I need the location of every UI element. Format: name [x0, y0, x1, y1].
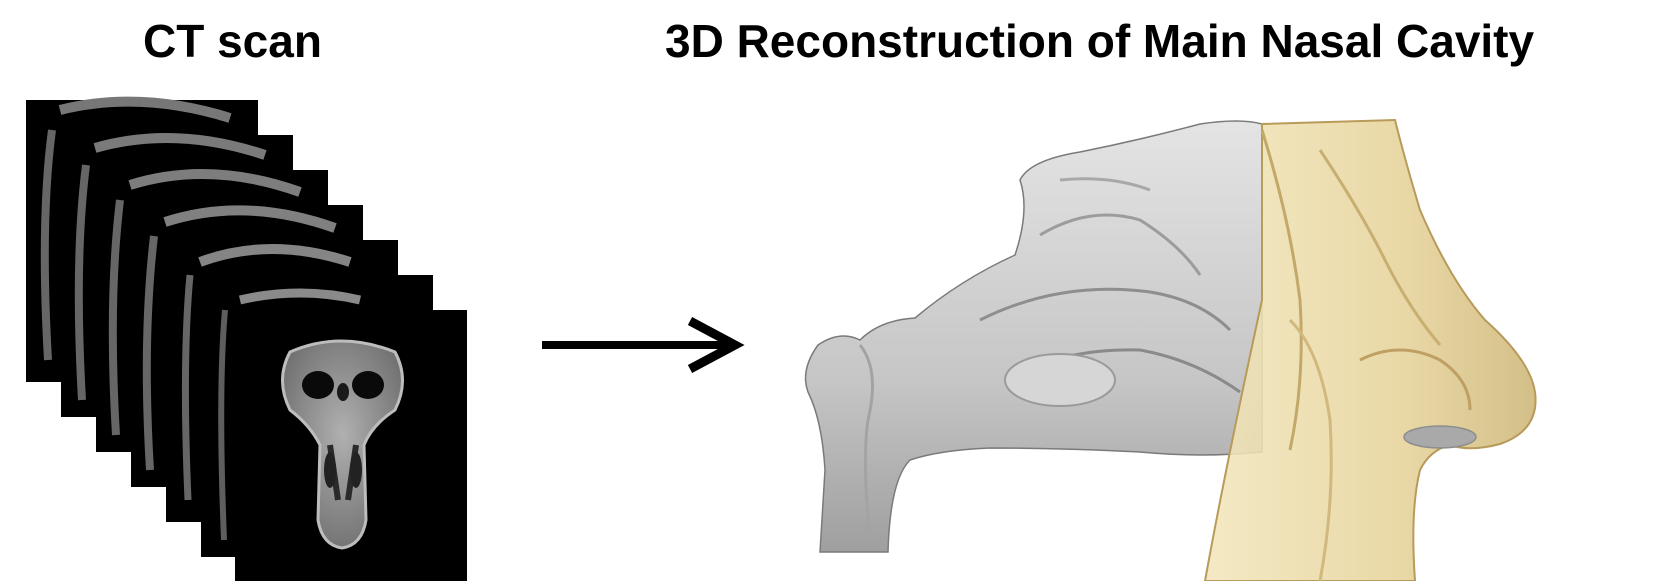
- right-arrow-icon: [540, 315, 750, 375]
- reconstruction-title: 3D Reconstruction of Main Nasal Cavity: [665, 14, 1534, 68]
- external-nose-surface: [1205, 120, 1536, 581]
- ct-slice-stack: [0, 0, 480, 581]
- nasal-cavity-mesh: [806, 121, 1262, 552]
- ct-slice-7-skull-section: [235, 310, 467, 581]
